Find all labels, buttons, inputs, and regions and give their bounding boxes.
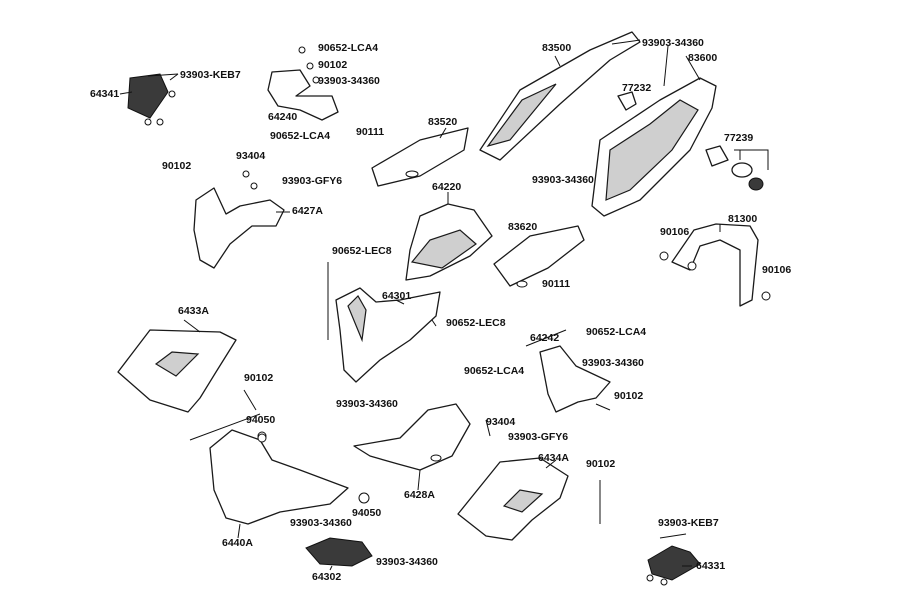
label-64341: 64341	[90, 88, 120, 100]
label-64302: 64302	[312, 571, 342, 583]
label-93903-keb7-top: 93903-KEB7	[180, 69, 241, 81]
bracket-64240	[267, 46, 339, 121]
rear-rail-83500	[479, 31, 641, 161]
label-83520: 83520	[428, 116, 458, 128]
rear-cowl-83600	[591, 45, 717, 217]
label-90102-left: 90102	[162, 160, 192, 172]
label-90102-top: 90102	[318, 59, 348, 71]
label-64301: 64301	[382, 290, 412, 302]
label-81300: 81300	[728, 213, 758, 225]
label-90652-lec8-top: 90652-LEC8	[332, 245, 392, 257]
grille-64302	[305, 537, 373, 567]
label-90111-top: 90111	[356, 126, 385, 138]
label-93903-34360-mid: 93903-34360	[532, 174, 594, 186]
under-cowl-6440a	[189, 413, 349, 525]
label-90652-lca4-low: 90652-LCA4	[464, 365, 525, 377]
grille-64341	[127, 73, 179, 126]
label-83620: 83620	[508, 221, 538, 233]
label-90102-lower-left: 90102	[244, 372, 274, 384]
grommet-94050	[257, 433, 370, 504]
side-cover-83620	[493, 225, 585, 288]
inner-frame-6427a	[193, 170, 285, 269]
label-93903-34360-rear: 93903-34360	[642, 37, 704, 49]
label-93903-34360-bottom: 93903-34360	[376, 556, 438, 568]
leader-lines	[119, 39, 721, 571]
label-93903-34360-top: 93903-34360	[318, 75, 380, 87]
bracket-64242	[525, 329, 611, 413]
label-64240: 64240	[268, 111, 298, 123]
label-93903-keb7-bottom: 93903-KEB7	[658, 517, 719, 529]
grab-rail-81300	[659, 223, 771, 307]
label-83500: 83500	[542, 42, 572, 54]
label-93404-bottom: 93404	[486, 416, 516, 428]
side-panel-83520	[371, 127, 469, 187]
label-6427a: 6427A	[292, 205, 323, 217]
label-64242: 64242	[530, 332, 560, 344]
label-90652-lca4-mid: 90652-LCA4	[270, 130, 331, 142]
label-90652-lca4-right: 90652-LCA4	[586, 326, 647, 338]
label-90106-left: 90106	[660, 226, 690, 238]
label-6428a: 6428A	[404, 489, 435, 501]
lower-panel-6428a	[353, 403, 471, 471]
inner-panel-6433a	[117, 329, 237, 413]
label-93404-top: 93404	[236, 150, 266, 162]
label-6434a: 6434A	[538, 452, 569, 464]
label-93903-34360-center: 93903-34360	[336, 398, 398, 410]
label-93903-34360-lower: 93903-34360	[290, 517, 352, 529]
label-93903-gfy6-bottom: 93903-GFY6	[508, 431, 569, 443]
lock-set-77239	[705, 145, 769, 191]
label-93903-gfy6-top: 93903-GFY6	[282, 175, 343, 187]
label-93903-34360-right: 93903-34360	[582, 357, 644, 369]
label-90106-right: 90106	[762, 264, 792, 276]
label-6440a: 6440A	[222, 537, 253, 549]
label-90102-right: 90102	[614, 390, 644, 402]
windscreen-64220	[405, 203, 493, 281]
label-6433a: 6433A	[178, 305, 209, 317]
label-64331: 64331	[696, 560, 726, 572]
label-64220: 64220	[432, 181, 462, 193]
label-77239: 77239	[724, 132, 754, 144]
label-90652-lec8-bottom: 90652-LEC8	[446, 317, 506, 329]
label-90652-lca4-top: 90652-LCA4	[318, 42, 379, 54]
bracket-77232	[617, 91, 637, 111]
grille-64331	[646, 533, 701, 586]
label-90111-right: 90111	[542, 278, 571, 290]
label-90102-lower-right: 90102	[586, 458, 616, 470]
label-83600: 83600	[688, 52, 718, 64]
label-77232: 77232	[622, 82, 652, 94]
label-94050-bottom: 94050	[352, 507, 382, 519]
inner-panel-6434a	[457, 457, 601, 541]
label-94050-top: 94050	[246, 414, 276, 426]
front-cowl-64301	[327, 262, 441, 383]
